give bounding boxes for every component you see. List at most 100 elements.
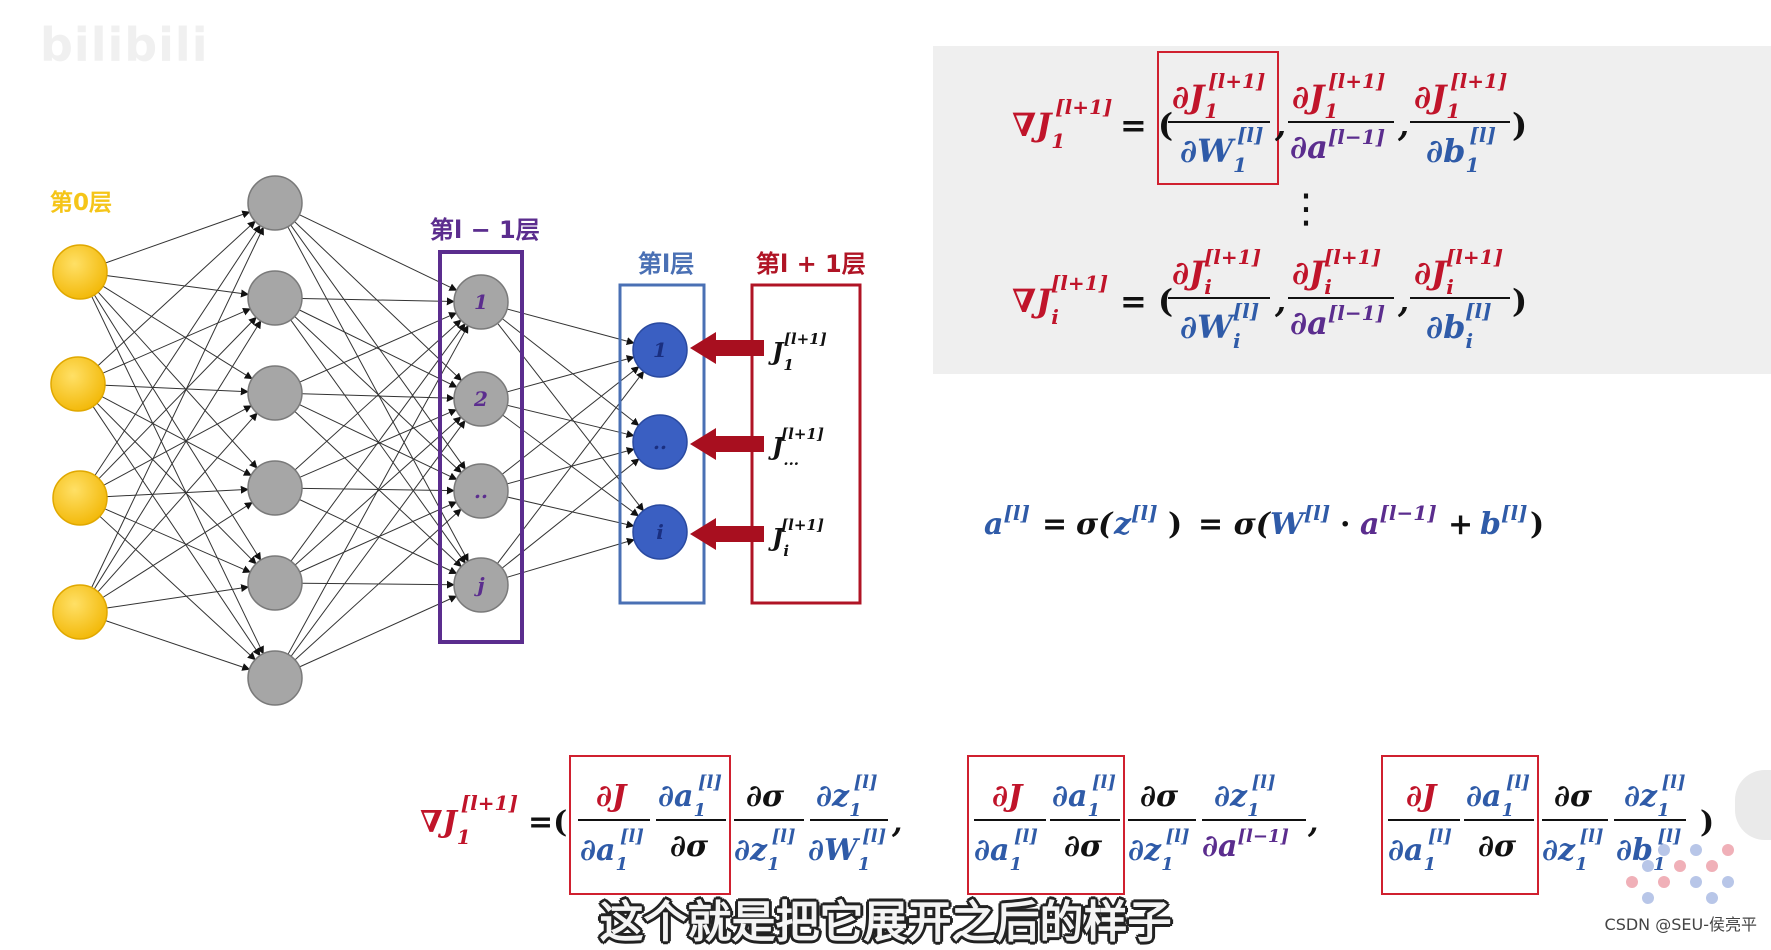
svg-text:∂W1[l]: ∂W1[l] <box>808 826 886 875</box>
chain-rule-formula: ∇J1[l+1] =( ∂J ∂a1[l] ∂a1[l] ∂σ ∂σ ∂z1[l… <box>420 755 1714 895</box>
svg-text:∂J: ∂J <box>596 779 628 814</box>
network-edge <box>97 291 258 469</box>
svg-text:∂σ: ∂σ <box>1064 829 1103 864</box>
network-edge <box>105 620 251 671</box>
svg-text:∂z1[l]: ∂z1[l] <box>734 826 795 875</box>
layer-l-neuron-label: 1 <box>653 338 667 362</box>
svg-text:∂J: ∂J <box>1406 779 1438 814</box>
network-edge <box>91 226 264 588</box>
network-edge <box>299 309 458 388</box>
svg-text:,: , <box>1307 805 1318 840</box>
chain-box-a <box>569 755 731 895</box>
svg-text:+: + <box>1448 507 1473 542</box>
layer-lm1-neuron-label: 2 <box>473 387 488 411</box>
layer-lm1-neuron-label: .. <box>474 479 488 503</box>
network-edge <box>290 420 466 657</box>
network-edge <box>299 312 458 383</box>
svg-text:= (: = ( <box>1120 282 1173 320</box>
svg-text:): ) <box>1530 507 1544 542</box>
layer-lm1-neuron <box>453 371 509 427</box>
hidden-neuron <box>247 175 303 231</box>
network-edge <box>299 595 458 668</box>
svg-text:∂J1[l+1]: ∂J1[l+1] <box>1172 69 1265 123</box>
decorative-dots <box>1626 844 1734 904</box>
highlight-box-dW1 <box>1157 51 1279 185</box>
hidden-neuron <box>247 460 303 516</box>
svg-text:∂a1[l]: ∂a1[l] <box>1388 826 1452 875</box>
cost-label-i: Ji[l+1] <box>768 516 824 560</box>
side-tray-handle[interactable] <box>1735 770 1771 840</box>
network-edge <box>502 414 639 517</box>
svg-text:∂z1[l]: ∂z1[l] <box>1214 772 1275 821</box>
network-edge <box>506 355 635 393</box>
cost-labels: J1[l+1] J...[l+1] Ji[l+1] <box>768 330 827 560</box>
layer-lm1-box <box>438 250 524 644</box>
svg-text:W[l]: W[l] <box>1270 501 1330 542</box>
svg-text:∂z1[l]: ∂z1[l] <box>1128 826 1189 875</box>
network-edge <box>106 275 250 298</box>
svg-text:∇J1[l+1]: ∇J1[l+1] <box>1012 95 1112 153</box>
svg-text:,: , <box>1397 106 1409 144</box>
backprop-arrows <box>690 332 764 550</box>
network-edge <box>99 515 256 661</box>
input-neuron <box>52 244 108 300</box>
svg-text:∂σ: ∂σ <box>670 829 709 864</box>
svg-text:a[l−1]: a[l−1] <box>1360 501 1437 542</box>
network-edge <box>92 406 261 657</box>
layer-lm1-neuron-label: 1 <box>474 290 488 314</box>
network-edge <box>294 508 462 661</box>
svg-text:∂bi[l]: ∂bi[l] <box>1426 299 1492 353</box>
network-edge <box>94 224 261 476</box>
layer-l-label: 第l层 <box>638 250 694 278</box>
svg-text:): ) <box>1700 805 1714 840</box>
network-neurons: 12..j1..i <box>50 175 688 706</box>
network-edge <box>294 319 462 471</box>
network-edge <box>299 214 458 291</box>
bilibili-watermark: bilibili <box>40 18 209 72</box>
network-edge <box>301 297 455 306</box>
svg-text:∂σ: ∂σ <box>1140 779 1179 814</box>
activation-formula: a[l] = σ( z[l] ) = σ( W[l] · a[l−1] + b[… <box>984 501 1544 542</box>
layer-l-neuron <box>632 504 688 560</box>
svg-text:,: , <box>1274 282 1286 320</box>
layer-lm1-label: 第l − 1层 <box>430 216 540 244</box>
svg-text:= (: = ( <box>1120 106 1173 144</box>
formula-panel <box>933 46 1771 374</box>
network-edge <box>97 412 258 593</box>
layer-lp1-label: 第l + 1层 <box>756 250 866 278</box>
svg-text:∂J1[l+1]: ∂J1[l+1] <box>1292 69 1385 123</box>
network-edge <box>290 323 466 562</box>
layer-lm1-neuron <box>453 557 509 613</box>
svg-text:∂J: ∂J <box>992 779 1024 814</box>
svg-text:∂Ji[l+1]: ∂Ji[l+1] <box>1172 245 1261 299</box>
svg-text:,: , <box>1274 106 1286 144</box>
svg-text:∂Ji[l+1]: ∂Ji[l+1] <box>1292 245 1381 299</box>
video-subtitle: 这个就是把它展开之后的样子 <box>599 897 1172 948</box>
svg-text:= σ(: = σ( <box>1198 507 1272 542</box>
svg-text:∂a1[l]: ∂a1[l] <box>1466 772 1530 821</box>
svg-text:): ) <box>1512 106 1527 144</box>
network-edge <box>97 220 256 367</box>
network-edge <box>96 402 257 565</box>
svg-text:∂a1[l]: ∂a1[l] <box>1052 772 1116 821</box>
csdn-credit: CSDN @SEU-侯亮平 <box>1604 915 1757 934</box>
svg-text:∂a1[l]: ∂a1[l] <box>658 772 722 821</box>
network-edge <box>93 320 262 590</box>
network-edge <box>104 384 249 396</box>
hidden-neuron <box>247 555 303 611</box>
svg-text:·: · <box>1340 507 1350 542</box>
network-edge <box>294 221 463 381</box>
svg-text:,: , <box>1397 282 1409 320</box>
network-edge <box>98 316 257 480</box>
svg-text:=: = <box>1042 507 1067 542</box>
network-edge <box>299 501 458 573</box>
svg-text:): ) <box>1512 282 1527 320</box>
chain-box-c <box>1381 755 1539 895</box>
network-edge <box>106 584 250 609</box>
svg-text:∂z1[l]: ∂z1[l] <box>816 772 877 821</box>
input-neuron <box>50 356 106 412</box>
network-edge <box>104 508 251 574</box>
network-edge <box>103 405 252 486</box>
svg-text:∂a1[l]: ∂a1[l] <box>580 826 644 875</box>
svg-text:∇J1[l+1]: ∇J1[l+1] <box>420 791 518 849</box>
